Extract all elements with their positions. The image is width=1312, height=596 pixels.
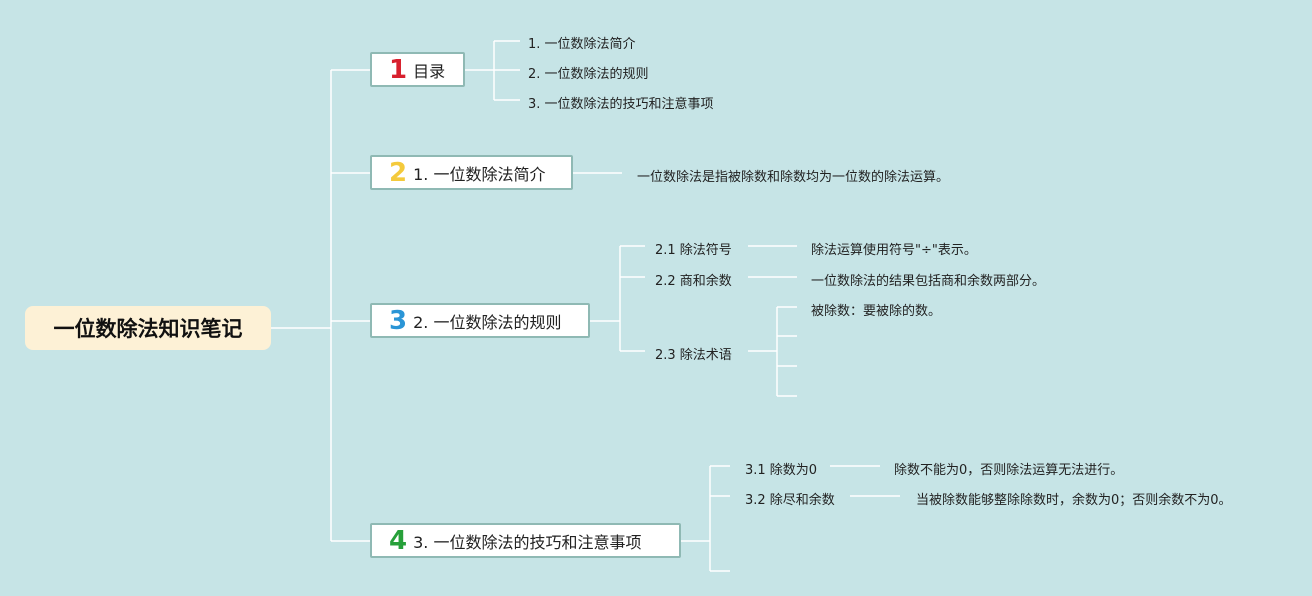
- tip-label[interactable]: 3.1 除数为0: [745, 463, 818, 478]
- tip-text[interactable]: 当被除数能够整除除数时，余数为0；否则余数不为0。: [916, 493, 1232, 508]
- root-title: 一位数除法知识笔记: [53, 317, 243, 341]
- branch-rules[interactable]: 3 2. 一位数除法的规则: [370, 303, 590, 338]
- toc-item[interactable]: 2. 一位数除法的规则: [528, 67, 649, 82]
- rule-label[interactable]: 2.3 除法术语: [655, 348, 732, 363]
- rule-text[interactable]: 一位数除法的结果包括商和余数两部分。: [811, 274, 1046, 289]
- rule-label[interactable]: 2.1 除法符号: [655, 243, 732, 258]
- intro-text[interactable]: 一位数除法是指被除数和除数均为一位数的除法运算。: [637, 170, 950, 185]
- number-4-icon: 4: [389, 525, 408, 556]
- root-topic[interactable]: 一位数除法知识笔记: [25, 306, 271, 350]
- toc-item[interactable]: 1. 一位数除法简介: [528, 37, 636, 52]
- toc-item[interactable]: 3. 一位数除法的技巧和注意事项: [528, 97, 714, 112]
- rule-text[interactable]: 被除数：要被除的数。: [811, 304, 942, 319]
- rule-text[interactable]: 除法运算使用符号"÷"表示。: [811, 243, 977, 258]
- branch-toc[interactable]: 1 目录: [370, 52, 465, 87]
- rule-label[interactable]: 2.2 商和余数: [655, 274, 732, 289]
- branch-label: 目录: [413, 61, 446, 81]
- branch-label: 2. 一位数除法的规则: [413, 312, 562, 332]
- number-1-icon: 1: [389, 54, 408, 85]
- tip-label[interactable]: 3.2 除尽和余数: [745, 493, 835, 508]
- branch-tips[interactable]: 4 3. 一位数除法的技巧和注意事项: [370, 523, 681, 558]
- tip-text[interactable]: 除数不能为0，否则除法运算无法进行。: [894, 463, 1124, 478]
- branch-label: 3. 一位数除法的技巧和注意事项: [413, 532, 642, 552]
- branch-label: 1. 一位数除法简介: [413, 164, 546, 184]
- number-2-icon: 2: [389, 157, 408, 188]
- branch-intro[interactable]: 2 1. 一位数除法简介: [370, 155, 573, 190]
- number-3-icon: 3: [389, 305, 408, 336]
